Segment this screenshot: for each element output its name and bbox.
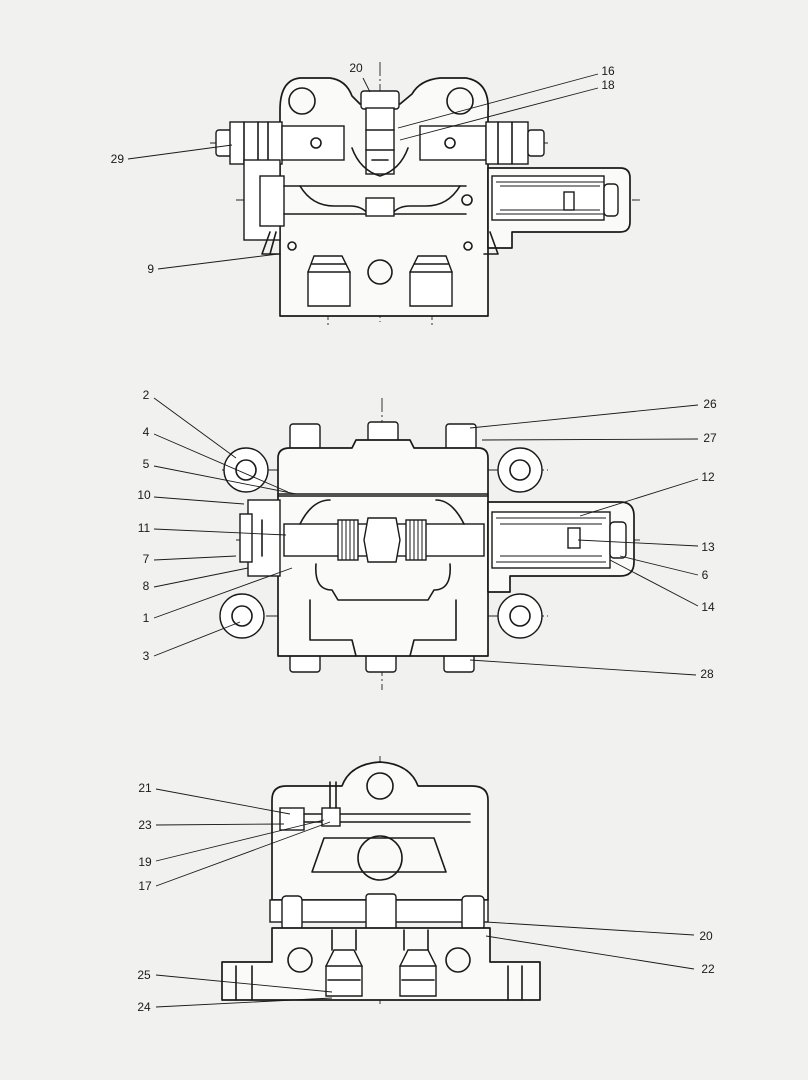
part-number-21: 21 [138,781,152,795]
callout-14: 14 [609,559,715,614]
callout-2: 2 [143,388,237,459]
part-number-24: 24 [137,1000,151,1014]
middle-view [219,398,640,690]
top-view [210,62,640,325]
part-number-29: 29 [111,152,125,166]
callout-20: 20 [349,61,371,93]
part-number-17: 17 [138,879,152,893]
part-number-12: 12 [701,470,715,484]
part-number-22: 22 [701,962,715,976]
callout-13: 13 [577,539,715,554]
leader-line-2 [153,397,237,459]
part-number-23: 23 [138,818,152,832]
leader-line-29 [127,144,233,160]
leader-line-1 [153,567,293,619]
leader-line-25 [155,974,333,993]
part-number-8: 8 [143,579,150,593]
callout-26: 26 [469,397,717,429]
callout-18: 18 [399,78,615,141]
callout-7: 7 [143,552,237,566]
callout-9: 9 [147,253,279,276]
part-number-19: 19 [138,855,152,869]
callout-5: 5 [143,457,297,495]
part-number-20: 20 [349,61,363,75]
part-number-14: 14 [701,600,715,614]
leader-line-20 [362,77,371,93]
leader-line-16 [397,73,599,129]
callout-25: 25 [137,968,333,993]
callout-27: 27 [481,431,717,445]
leader-line-14 [609,559,699,607]
part-number-10: 10 [137,488,151,502]
leader-line-13 [577,539,699,547]
callout-23: 23 [138,818,285,832]
part-number-28: 28 [700,667,714,681]
leader-line-20b [485,921,695,936]
callout-12: 12 [579,470,715,517]
leader-line-12 [579,478,699,517]
part-number-13: 13 [701,540,715,554]
leader-line-23 [155,823,285,826]
leader-line-8 [153,567,249,588]
part-number-9: 9 [147,262,154,276]
leader-line-5 [153,465,297,495]
callout-3: 3 [143,621,241,663]
leader-line-7 [153,555,237,561]
part-number-5: 5 [143,457,150,471]
leader-line-21 [155,788,291,815]
leader-line-27 [481,438,699,441]
callout-11: 11 [138,521,287,536]
part-number-20b: 20 [699,929,713,943]
bottom-view [221,756,541,1004]
callout-17: 17 [138,821,331,893]
leader-line-24 [155,997,333,1008]
callout-24: 24 [137,997,333,1014]
leader-line-18 [399,87,599,141]
leader-line-10 [153,496,245,505]
callout-1: 1 [143,567,293,625]
part-number-25: 25 [137,968,151,982]
callout-21: 21 [138,781,291,815]
callout-10: 10 [137,488,245,505]
leader-line-19 [155,819,325,862]
callout-19: 19 [138,819,325,869]
leader-line-22 [485,935,695,970]
part-number-6: 6 [702,568,709,582]
part-number-7: 7 [143,552,150,566]
callout-8: 8 [143,567,249,593]
callout-4: 4 [143,425,289,493]
callout-28: 28 [469,659,714,681]
callout-22: 22 [485,935,715,976]
part-number-11: 11 [138,521,151,535]
leader-line-9 [157,253,279,270]
leader-line-17 [155,821,331,887]
leader-line-4 [153,433,289,493]
callout-29: 29 [111,144,233,166]
part-number-1: 1 [143,611,150,625]
leader-line-3 [153,621,241,657]
part-number-4: 4 [143,425,150,439]
part-number-26: 26 [703,397,717,411]
part-number-2: 2 [143,388,150,402]
part-number-3: 3 [143,649,150,663]
part-number-16: 16 [601,64,615,78]
leader-line-6 [619,555,699,576]
part-number-18: 18 [601,78,615,92]
leader-line-11 [153,528,287,536]
callout-16: 16 [397,64,615,129]
leader-line-28 [469,659,697,676]
leader-line-26 [469,404,699,429]
callout-6: 6 [619,555,709,582]
part-number-27: 27 [703,431,717,445]
callout-20b: 20 [485,921,713,943]
